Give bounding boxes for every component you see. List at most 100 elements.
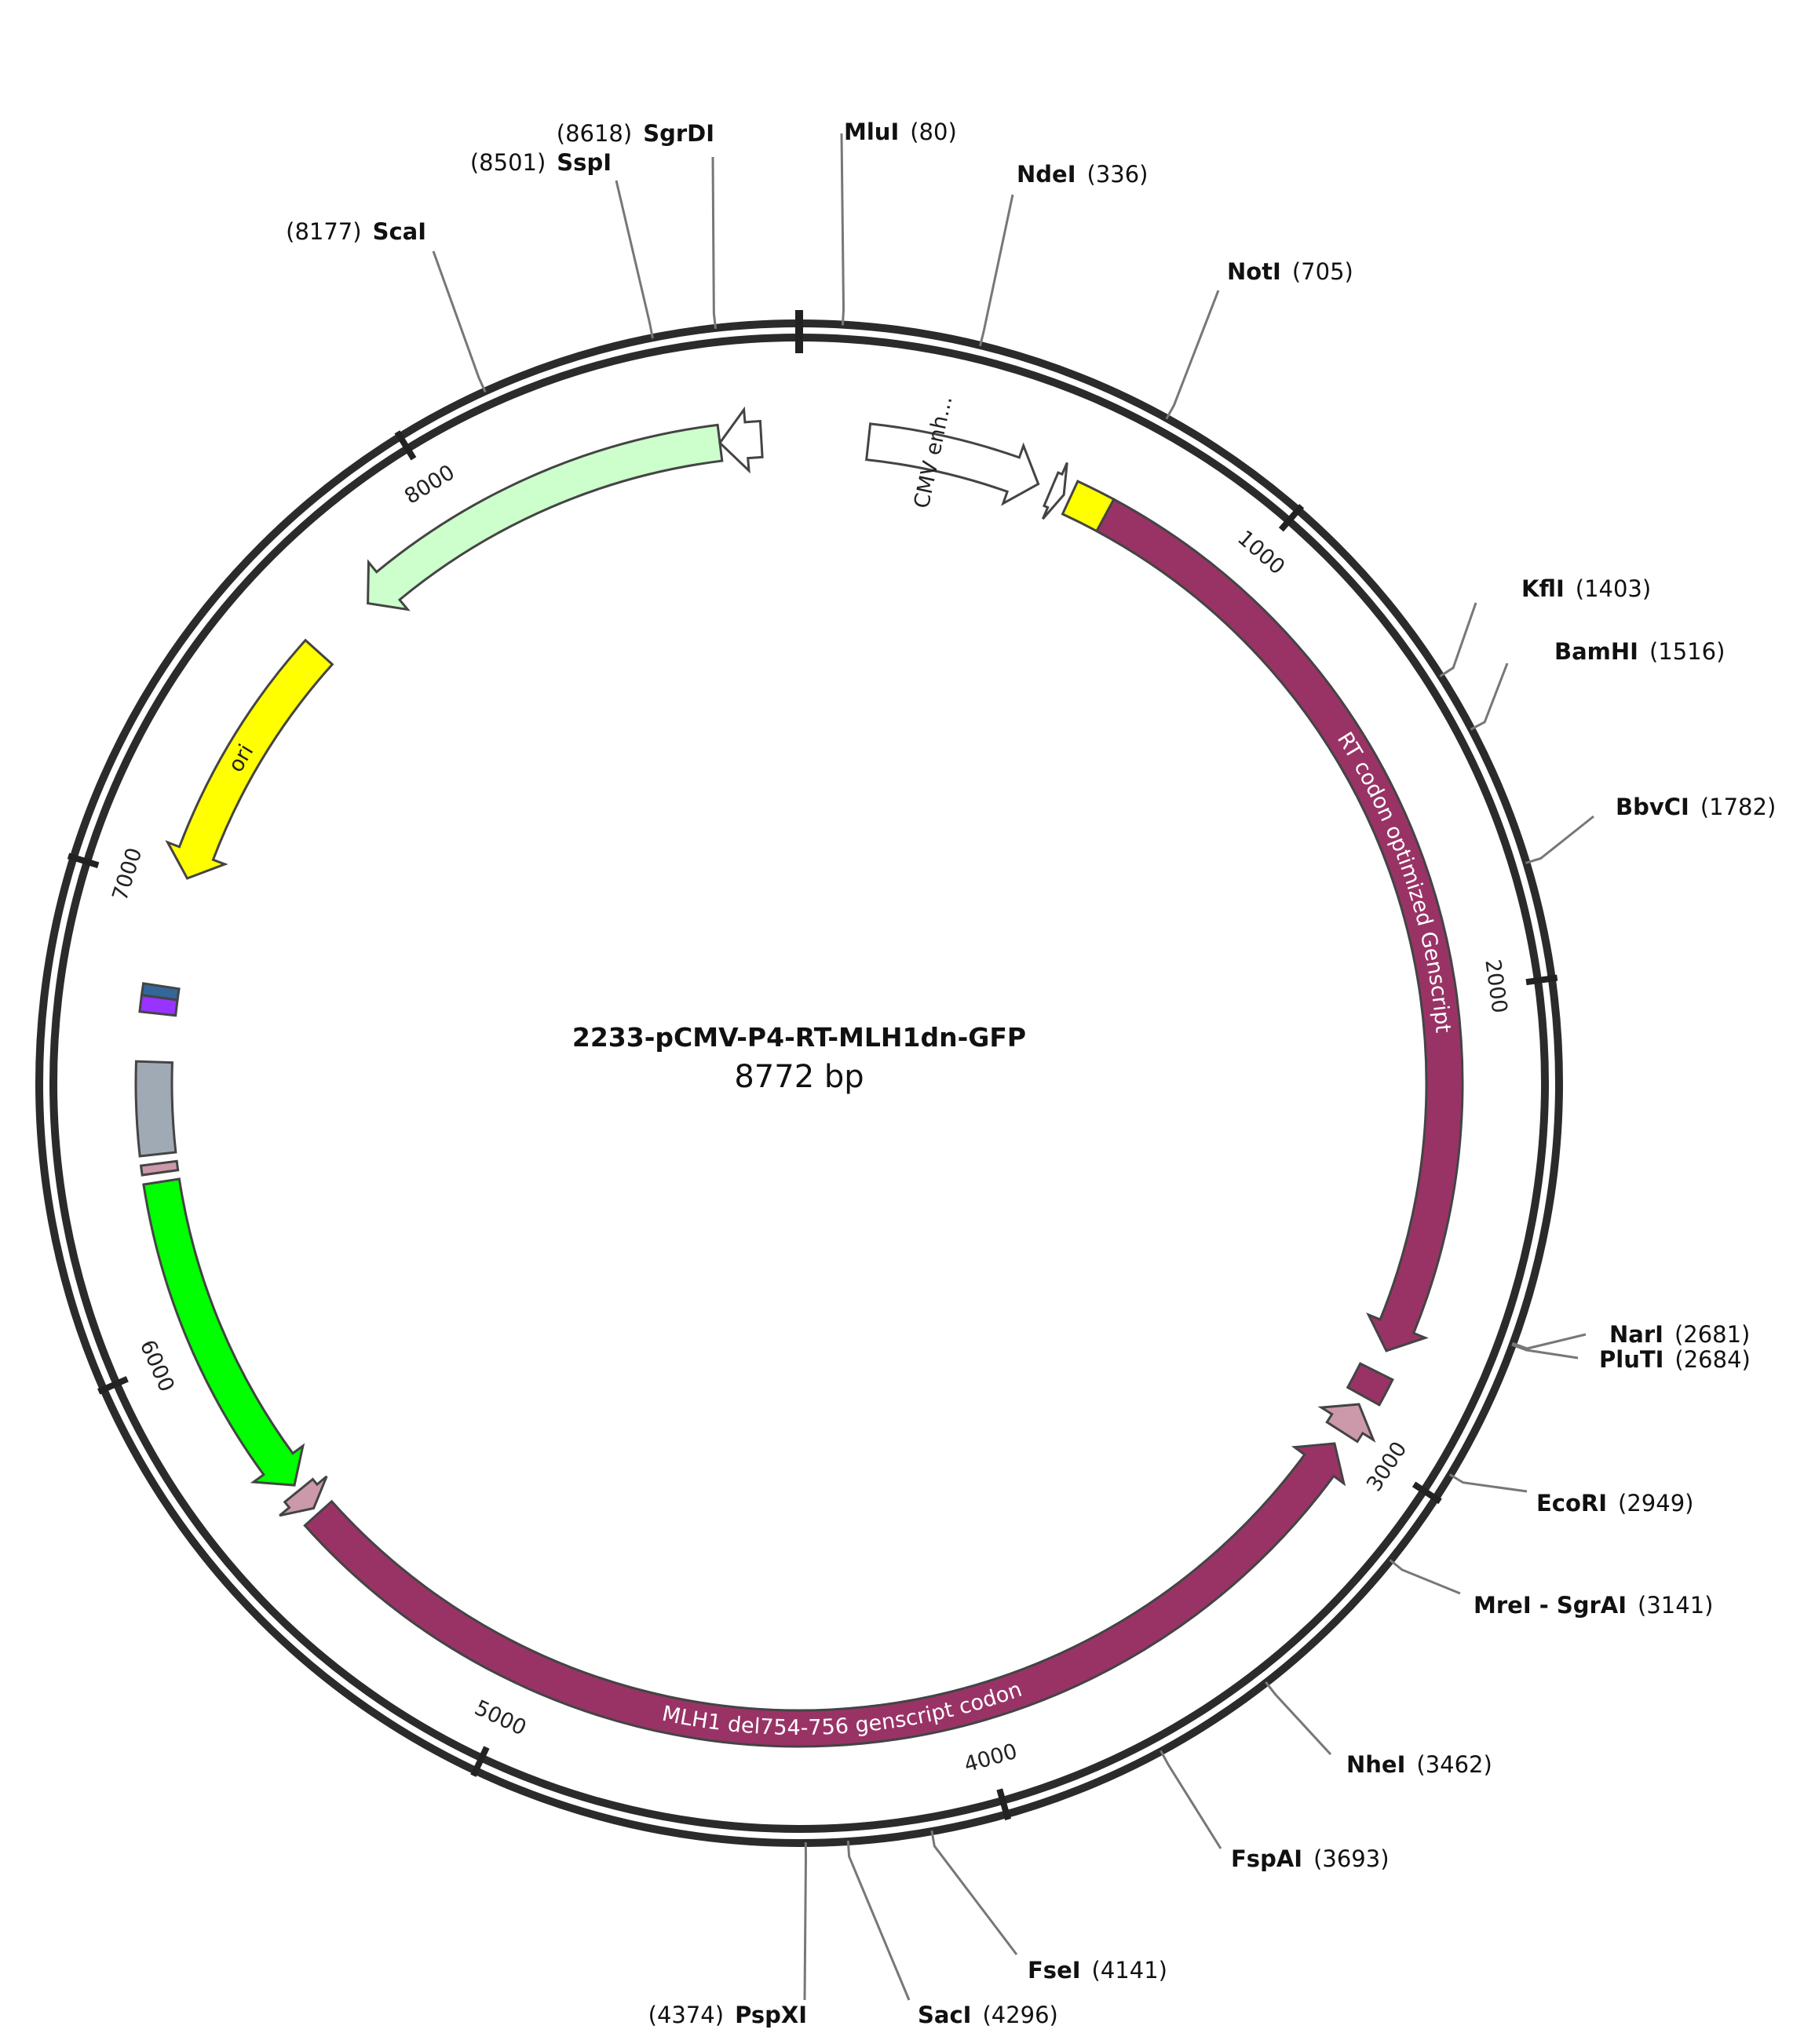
tick-label: 3000 bbox=[1362, 1437, 1412, 1495]
plasmid-length: 8772 bp bbox=[734, 1059, 864, 1095]
site-name: MluI bbox=[844, 119, 899, 145]
site-label: FspAI(3693) bbox=[1231, 1845, 1390, 1872]
site-position: (8177) bbox=[286, 218, 361, 245]
site-name: BamHI bbox=[1554, 638, 1638, 665]
feature-arrow bbox=[140, 982, 181, 1002]
tick-mark bbox=[1278, 503, 1305, 532]
site-position: (4374) bbox=[648, 2002, 724, 2028]
site-label: (8501) SspI bbox=[470, 149, 612, 176]
site-leader-line bbox=[1165, 290, 1220, 420]
tick-mark bbox=[996, 1788, 1011, 1821]
site-label: EcoRI (2949) bbox=[1536, 1490, 1693, 1517]
tick-label: 1000 bbox=[1233, 526, 1289, 580]
site-position: (705) bbox=[1292, 258, 1353, 285]
site-label: MluI(80) bbox=[844, 119, 957, 145]
tick-label: 2000 bbox=[1480, 958, 1511, 1014]
feature-arrow bbox=[1041, 462, 1068, 520]
site-position: (1403) bbox=[1576, 575, 1651, 602]
site-leader-line bbox=[930, 1830, 1018, 1955]
site-leader-line bbox=[1159, 1750, 1222, 1849]
site-label: NdeI(336) bbox=[1017, 161, 1148, 188]
site-label: BamHI (1516) bbox=[1554, 638, 1725, 665]
tick-label: 6000 bbox=[135, 1337, 179, 1396]
feature-arrow bbox=[134, 1060, 177, 1158]
tick-label: 5000 bbox=[471, 1695, 530, 1740]
site-position: (2681) bbox=[1674, 1321, 1750, 1348]
site-leader-line bbox=[1511, 1343, 1579, 1360]
site-label: BbvCI (1782) bbox=[1616, 794, 1776, 820]
site-name: NheI bbox=[1346, 1751, 1405, 1778]
site-label: NarI (2681) bbox=[1609, 1321, 1750, 1348]
site-position: (8618) bbox=[557, 120, 632, 147]
feature-arrow bbox=[279, 1475, 328, 1517]
tick-mark bbox=[394, 430, 417, 461]
tick-label: 8000 bbox=[400, 460, 459, 509]
feature-arrow bbox=[1094, 498, 1464, 1352]
site-leader-line bbox=[432, 250, 487, 393]
site-label: FseI(4141) bbox=[1028, 1957, 1167, 1984]
site-name: SspI bbox=[557, 149, 612, 176]
site-position: (1782) bbox=[1700, 794, 1776, 820]
site-name: NotI bbox=[1227, 258, 1281, 285]
site-name: NdeI bbox=[1017, 161, 1076, 188]
tick-label: 4000 bbox=[962, 1739, 1021, 1778]
site-leader-line bbox=[840, 133, 845, 326]
feature-arrow bbox=[142, 1177, 305, 1487]
site-label: NotI (705) bbox=[1227, 258, 1353, 285]
site-name: MreI - SgrAI bbox=[1474, 1592, 1627, 1619]
site-label: PluTI (2684) bbox=[1599, 1346, 1751, 1373]
site-leader-line bbox=[1470, 662, 1509, 731]
feature-arrow bbox=[1317, 1403, 1376, 1444]
feature-arrow bbox=[718, 406, 764, 474]
site-name: PluTI bbox=[1599, 1346, 1663, 1373]
site-label: SacI (4296) bbox=[918, 2002, 1058, 2028]
site-position: (3141) bbox=[1638, 1592, 1713, 1619]
site-position: (2684) bbox=[1674, 1346, 1750, 1373]
site-name: BbvCI bbox=[1616, 794, 1689, 820]
site-leader-line bbox=[615, 180, 654, 339]
site-label: MreI - SgrAI (3141) bbox=[1474, 1592, 1713, 1619]
feature-arrow bbox=[139, 1159, 180, 1177]
tick-mark bbox=[97, 1376, 129, 1395]
site-leader-line bbox=[711, 156, 718, 330]
restriction-sites: MluI(80) NdeI(336) NotI (705) KflI (1403) BamH… bbox=[286, 119, 1776, 2028]
site-position: (4141) bbox=[1092, 1957, 1167, 1984]
tick-mark bbox=[470, 1746, 490, 1777]
site-leader-line bbox=[1439, 602, 1477, 677]
site-name: PspXI bbox=[735, 2002, 807, 2028]
site-position: (3693) bbox=[1313, 1845, 1389, 1872]
site-leader-line bbox=[1448, 1473, 1528, 1493]
site-label: (8177) ScaI bbox=[286, 218, 426, 245]
feature-arrow bbox=[367, 423, 724, 611]
site-name: KflI bbox=[1521, 575, 1565, 602]
site-position: (8501) bbox=[470, 149, 546, 176]
site-label: KflI (1403) bbox=[1521, 575, 1651, 602]
tick-mark bbox=[1411, 1481, 1442, 1505]
tick-label: 7000 bbox=[108, 845, 147, 903]
site-leader-line bbox=[1512, 1333, 1587, 1350]
site-leader-line bbox=[979, 194, 1014, 347]
site-position: (3462) bbox=[1416, 1751, 1492, 1778]
site-leader-line bbox=[1265, 1681, 1332, 1756]
site-label: (8618)SgrDI bbox=[557, 120, 714, 147]
site-name: SacI bbox=[918, 2002, 971, 2028]
feature-arrow bbox=[1346, 1362, 1394, 1407]
tick-marks: 1000 2000 3000 4000 5000 6000 7000 8000 bbox=[67, 430, 1558, 1821]
feature-arrow bbox=[865, 422, 1040, 506]
site-label: NheI (3462) bbox=[1346, 1751, 1492, 1778]
site-position: (4296) bbox=[982, 2002, 1057, 2028]
feature-arrow bbox=[303, 1442, 1346, 1748]
tick-mark bbox=[67, 852, 100, 869]
site-position: (2949) bbox=[1618, 1490, 1693, 1517]
plasmid-title: 2233-pCMV-P4-RT-MLH1dn-GFP bbox=[572, 1022, 1026, 1053]
site-name: ScaI bbox=[373, 218, 426, 245]
site-label: (4374) PspXI bbox=[648, 2002, 807, 2028]
site-name: NarI bbox=[1609, 1321, 1663, 1348]
site-leader-line bbox=[1525, 815, 1594, 864]
site-leader-line bbox=[846, 1840, 911, 2001]
site-position: (1516) bbox=[1649, 638, 1725, 665]
feature-arrow bbox=[165, 638, 334, 880]
tick-mark bbox=[1525, 974, 1558, 986]
site-name: EcoRI bbox=[1536, 1490, 1607, 1517]
